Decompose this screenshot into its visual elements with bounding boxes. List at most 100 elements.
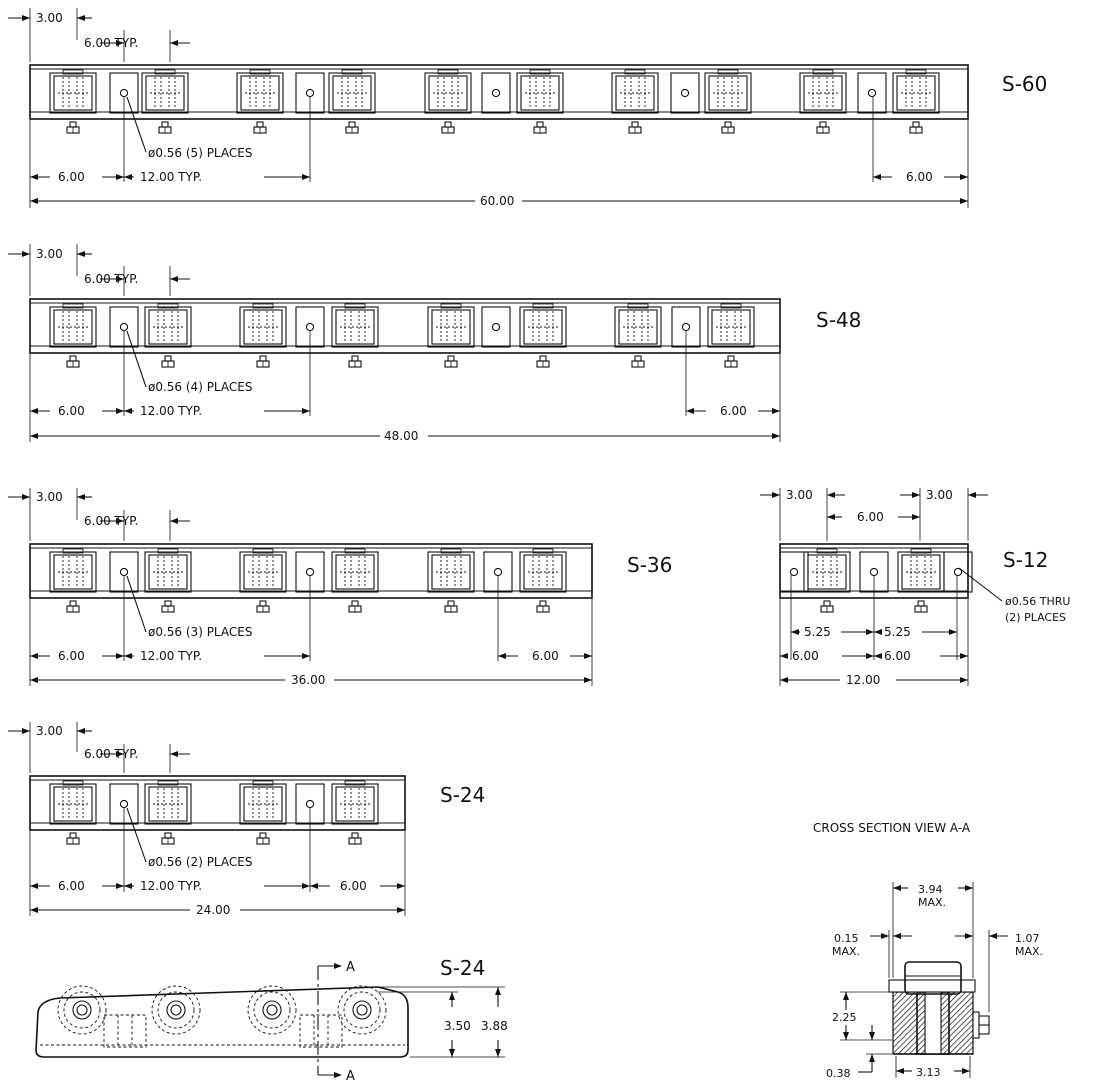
s60-roller-inner <box>803 75 843 111</box>
s24-dim-offset: 3.00 <box>36 724 63 738</box>
cross-section-dim-bolt: 1.07 <box>1015 932 1040 945</box>
wheel-rim <box>253 991 291 1029</box>
s60-bolt-stem <box>444 121 452 128</box>
s60-bolt-stem <box>256 121 264 128</box>
s48-roller-cap <box>252 303 274 309</box>
side-view-dim-outer: 3.88 <box>481 1019 508 1033</box>
s24-roller-inner <box>148 786 188 822</box>
s24-roller-inner <box>53 786 93 822</box>
s60-roller-cap <box>437 69 459 75</box>
s36-bolt-stem <box>164 600 172 607</box>
s60-roller <box>516 72 564 114</box>
s48-roller-inner <box>523 309 563 345</box>
s12-top-dims <box>760 488 988 541</box>
s12-roller <box>897 551 945 593</box>
s60-roller-cap <box>249 69 271 75</box>
s36-hole <box>305 567 315 577</box>
wheel-outer <box>151 985 201 1035</box>
s48-modules <box>49 303 755 368</box>
drawing-s12: 3.00 6.00 3.00 S-12 5.25 5.25 6.00 6.00 … <box>760 488 1070 687</box>
s12-hole <box>869 567 879 577</box>
s24-roller <box>49 783 97 825</box>
s48-bolt-stem <box>727 355 735 362</box>
drawing-side-view: A A S-24 3.50 3.88 <box>35 956 508 1081</box>
side-view-slots <box>103 1014 343 1048</box>
s36-bolt-stem <box>259 600 267 607</box>
s24-bolt-stem <box>69 832 77 839</box>
s48-roller-cap <box>532 303 554 309</box>
s12-hole-note-2: (2) PLACES <box>1005 611 1066 624</box>
s12-hole-plate <box>943 551 973 593</box>
s48-roller <box>614 306 662 348</box>
s36-roller-cap <box>344 548 366 554</box>
wheel-axle <box>356 1004 368 1016</box>
s60-dim-pitch: 6.00 TYP. <box>84 36 138 50</box>
s60-bolt-stem <box>348 121 356 128</box>
wheel-axle <box>76 1004 88 1016</box>
s48-roller-inner <box>53 309 93 345</box>
s12-label: S-12 <box>1003 548 1048 572</box>
s36-roller <box>331 551 379 593</box>
s48-dim-pitch: 6.00 TYP. <box>84 272 138 286</box>
s24-roller-cap <box>62 780 84 786</box>
s48-dim-overall: 48.00 <box>384 429 418 443</box>
cross-section-dim-width: 3.94 <box>918 883 943 896</box>
wheel-outer <box>247 985 297 1035</box>
s24-roller <box>239 783 287 825</box>
s60-roller <box>141 72 189 114</box>
s24-rail <box>29 775 406 831</box>
s60-hole-plate <box>857 72 887 114</box>
s36-bolt-stem <box>69 600 77 607</box>
s60-bolt-stem <box>161 121 169 128</box>
s48-dim-first: 6.00 <box>58 404 85 418</box>
s36-bolt-stem <box>447 600 455 607</box>
s24-roller <box>331 783 379 825</box>
s48-roller <box>49 306 97 348</box>
s36-modules <box>49 548 567 613</box>
s48-dim-spacing: 12.00 TYP. <box>140 404 202 418</box>
s60-roller <box>424 72 472 114</box>
s60-roller <box>236 72 284 114</box>
s60-roller-cap <box>62 69 84 75</box>
s60-roller <box>704 72 752 114</box>
s36-roller-cap <box>252 548 274 554</box>
s36-hole <box>493 567 503 577</box>
s48-roller-cap <box>62 303 84 309</box>
s12-modules <box>779 548 973 613</box>
s48-hole-plate <box>481 306 511 348</box>
wheel-axle <box>266 1004 278 1016</box>
side-view-height-dims <box>378 986 505 1058</box>
s60-hole <box>305 88 315 98</box>
drawing-s48: 3.00 6.00 TYP. S-48 ø0.56 (4) PLACES 6.0… <box>8 244 861 443</box>
s60-bolt-stem <box>536 121 544 128</box>
s24-roller-inner <box>243 786 283 822</box>
s12-roller-inner <box>807 554 847 590</box>
s48-dim-last: 6.00 <box>720 404 747 418</box>
s60-hole-plate <box>670 72 700 114</box>
cross-section-dim-lip-note: MAX. <box>832 945 860 958</box>
s12-bolt-stem <box>823 600 831 607</box>
s60-roller-cap <box>154 69 176 75</box>
s48-roller-inner <box>711 309 751 345</box>
s36-dim-offset: 3.00 <box>36 490 63 504</box>
s36-bolt-stem <box>351 600 359 607</box>
wheel-rim <box>343 991 381 1029</box>
s24-top-dims <box>8 722 190 773</box>
s60-bolt-stem <box>912 121 920 128</box>
s48-roller-cap <box>440 303 462 309</box>
s48-roller <box>427 306 475 348</box>
s24-dim-overall: 24.00 <box>196 903 230 917</box>
s60-dim-last: 6.00 <box>906 170 933 184</box>
s24-hole <box>305 799 315 809</box>
s60-dim-first: 6.00 <box>58 170 85 184</box>
s36-dim-pitch: 6.00 TYP. <box>84 514 138 528</box>
s48-roller-cap <box>720 303 742 309</box>
s48-bottom-dims <box>29 330 781 442</box>
s36-dim-first: 6.00 <box>58 649 85 663</box>
s24-dim-spacing: 12.00 TYP. <box>140 879 202 893</box>
s60-dim-overall: 60.00 <box>480 194 514 208</box>
s24-roller-cap <box>344 780 366 786</box>
s60-roller <box>328 72 376 114</box>
s48-roller <box>707 306 755 348</box>
s36-bottom-dims <box>29 575 593 686</box>
